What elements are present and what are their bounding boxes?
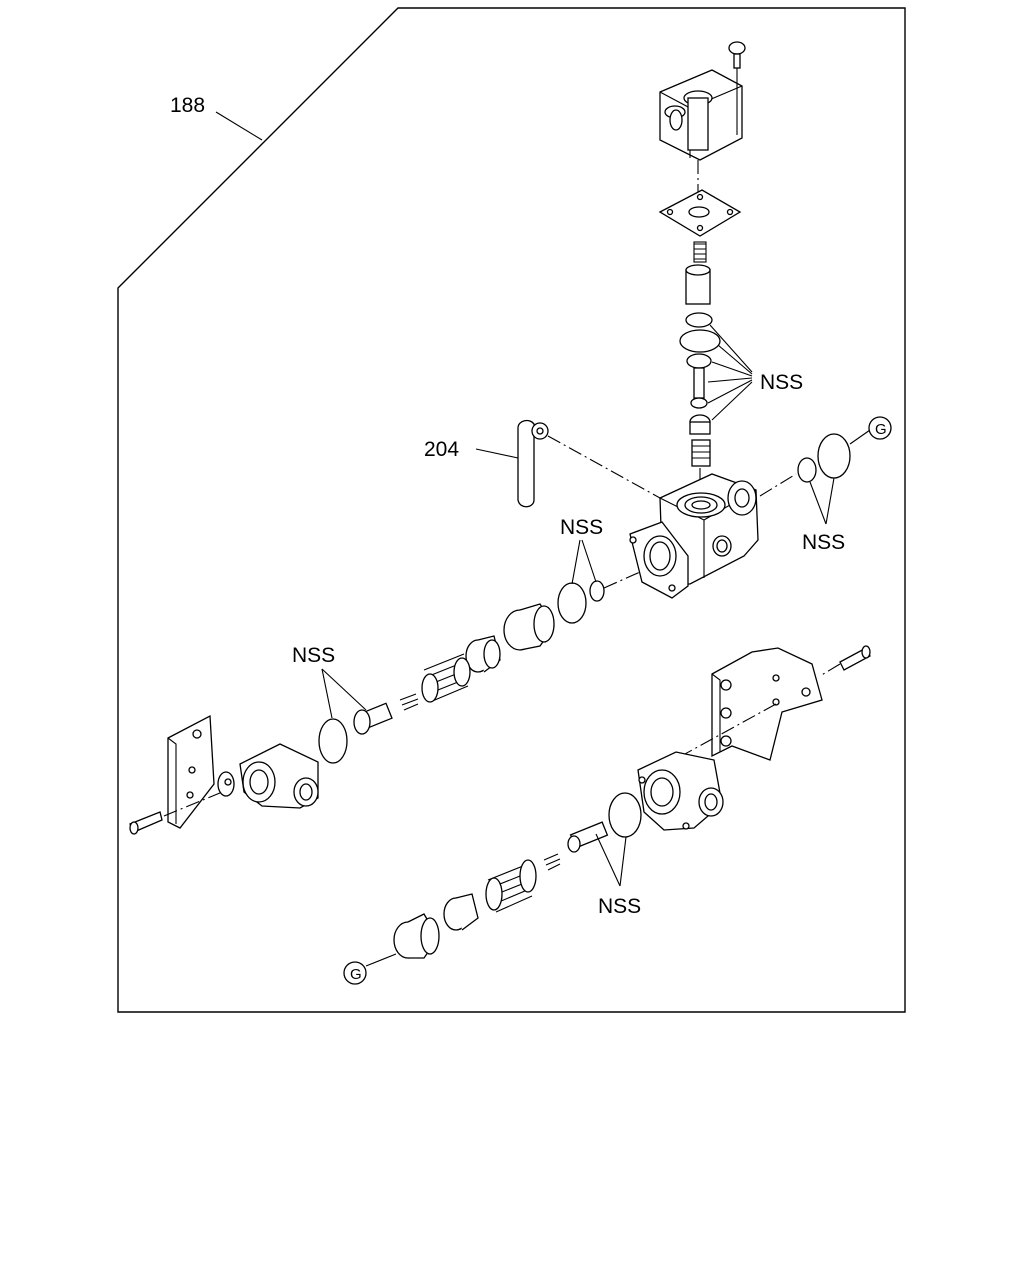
right-orings xyxy=(797,433,851,483)
left-bolt xyxy=(129,811,163,835)
lever-arm xyxy=(517,419,549,508)
valve-body xyxy=(629,473,759,599)
lower-cup xyxy=(443,893,479,931)
left-housing xyxy=(217,743,319,809)
callout-nss-left-label: NSS xyxy=(292,644,335,667)
callout-188: 188 xyxy=(170,94,263,141)
lower-housing xyxy=(637,751,724,831)
solenoid-coil xyxy=(659,69,743,161)
callout-nss-left: NSS xyxy=(292,644,367,719)
gasket-plate xyxy=(658,189,742,237)
small-spring xyxy=(693,241,707,263)
callout-nss-top: NSS xyxy=(707,324,803,421)
callout-nss-bottom-label: NSS xyxy=(598,895,641,918)
upper-cup xyxy=(465,635,501,673)
lower-valve-stem xyxy=(567,821,609,853)
diagram-frame xyxy=(117,7,906,1013)
upper-small-spring xyxy=(399,693,419,711)
center-orings xyxy=(557,580,605,624)
lower-spring xyxy=(485,859,537,913)
callout-204: 204 xyxy=(424,438,519,461)
connector-g-bottom-label: G xyxy=(350,966,362,983)
connector-g-bottom: G xyxy=(343,953,397,985)
connector-g-top-label: G xyxy=(875,421,887,438)
plunger-sleeve xyxy=(685,264,711,305)
callout-204-label: 204 xyxy=(424,438,459,461)
connector-g-top: G xyxy=(849,416,892,445)
callout-nss-top-label: NSS xyxy=(760,371,803,394)
callout-nss-right-label: NSS xyxy=(802,531,845,554)
lower-oring xyxy=(608,792,642,838)
upper-piston xyxy=(503,603,555,651)
lower-piston xyxy=(393,913,440,959)
callout-nss-center-label: NSS xyxy=(560,516,603,539)
callout-nss-bottom: NSS xyxy=(595,833,641,918)
left-oring xyxy=(318,718,348,764)
top-seals xyxy=(679,312,721,467)
upper-spring xyxy=(421,653,471,703)
left-valve-stem xyxy=(353,702,393,735)
callout-nss-center: NSS xyxy=(560,516,603,585)
right-bracket xyxy=(711,647,823,761)
lower-small-spring xyxy=(543,853,561,871)
left-bracket xyxy=(167,714,215,829)
right-bolt xyxy=(839,645,871,671)
solenoid-screw xyxy=(728,41,746,135)
callout-188-label: 188 xyxy=(170,94,205,117)
callout-nss-right: NSS xyxy=(802,477,845,554)
